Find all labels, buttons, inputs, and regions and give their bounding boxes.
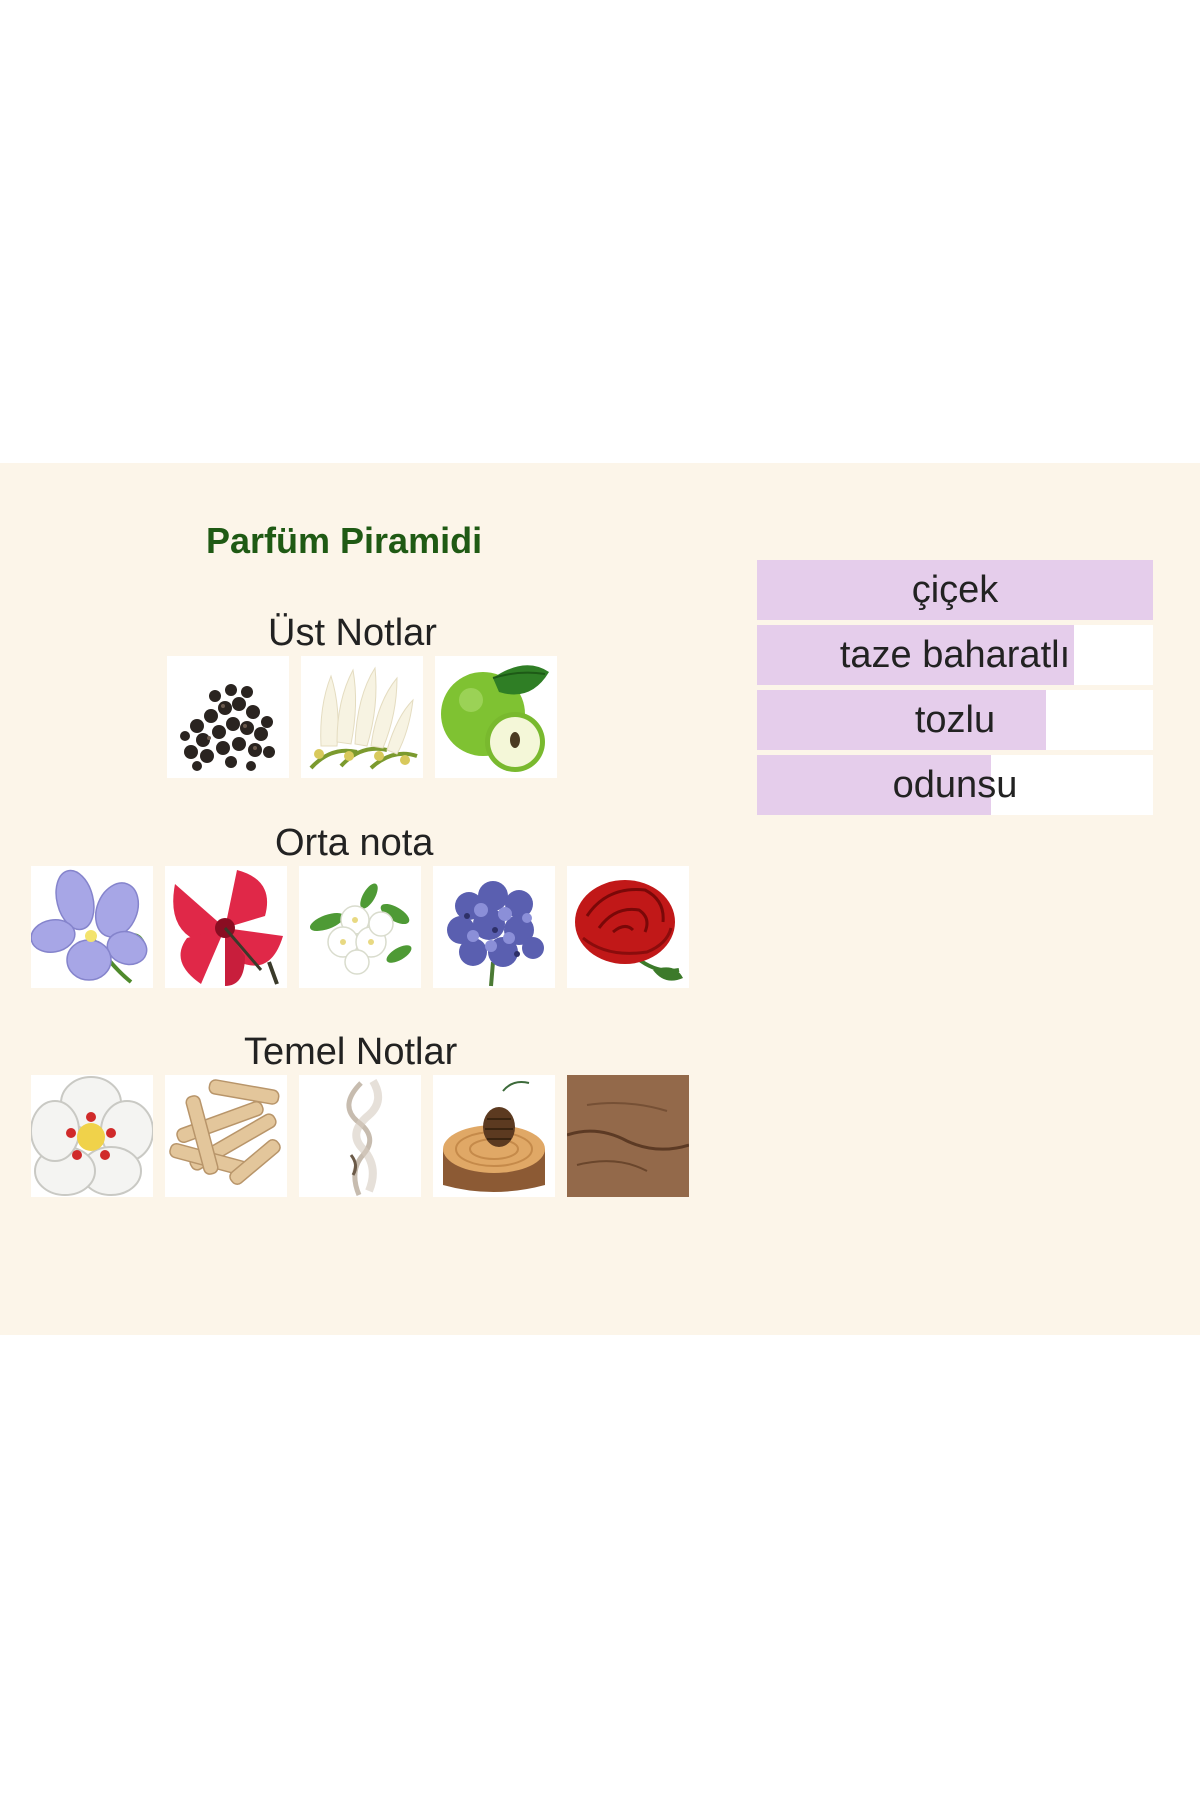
- accord-row: tozlu: [757, 690, 1153, 750]
- rose-icon: [567, 866, 689, 988]
- accord-bar: [757, 755, 991, 815]
- musk-smoke-icon: [299, 1075, 421, 1197]
- perfume-panel: Parfüm Piramidi Üst Notlar: [0, 463, 1200, 1335]
- base-notes-title: Temel Notlar: [244, 1031, 458, 1073]
- accord-row: odunsu: [757, 755, 1153, 815]
- middle-notes-title: Orta nota: [275, 822, 434, 864]
- accord-row: taze baharatlı: [757, 625, 1153, 685]
- accord-label: çiçek: [911, 568, 999, 611]
- accord-bar: [757, 560, 1153, 620]
- green-apple-icon: [435, 656, 557, 778]
- leather-icon: [567, 1075, 689, 1197]
- pyramid-title: Parfüm Piramidi: [206, 520, 483, 561]
- hibiscus-icon: [165, 866, 287, 988]
- accord-label: odunsu: [892, 763, 1018, 806]
- accord-bar: [757, 625, 1074, 685]
- hydrangea-icon: [433, 866, 555, 988]
- accord-label: taze baharatlı: [839, 633, 1071, 676]
- violet-icon: [31, 866, 153, 988]
- accord-list: çiçek taze baharatlı tozlu odunsu: [757, 560, 1153, 820]
- freesia-icon: [301, 656, 423, 778]
- pine-wood-icon: [433, 1075, 555, 1197]
- black-pepper-icon: [167, 656, 289, 778]
- accord-label: tozlu: [914, 698, 996, 741]
- accord-bar: [757, 690, 1047, 750]
- accord-row: çiçek: [757, 560, 1153, 620]
- sandalwood-icon: [165, 1075, 287, 1197]
- jasmine-icon: [299, 866, 421, 988]
- white-flower-icon: [31, 1075, 153, 1197]
- top-notes-title: Üst Notlar: [268, 612, 437, 654]
